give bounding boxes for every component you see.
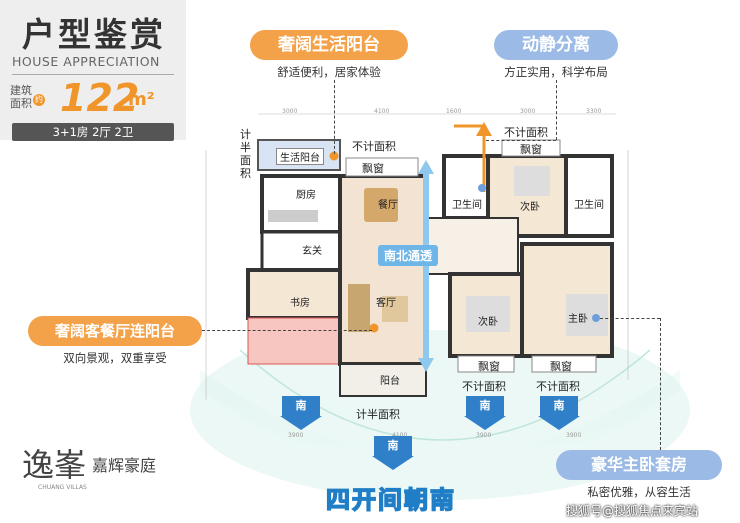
leader-line bbox=[334, 80, 335, 154]
leader-line bbox=[486, 140, 556, 141]
callout-balcony-title: 奢阔生活阳台 bbox=[250, 30, 408, 60]
dim-top-5: 3300 bbox=[586, 108, 602, 115]
not-counted-note-3: 不计面积 bbox=[462, 380, 506, 393]
floor-plan bbox=[205, 113, 629, 400]
north-south-label: 南北通透 bbox=[378, 245, 439, 266]
layout-badge: 3+1房 2厅 2卫 bbox=[12, 123, 174, 141]
room-bay-3: 飘窗 bbox=[478, 360, 500, 373]
room-bath-1: 卫生间 bbox=[452, 200, 482, 211]
header-card bbox=[0, 0, 186, 140]
room-entrance: 玄关 bbox=[302, 246, 322, 257]
dim-bottom-2: 4100 bbox=[392, 432, 407, 439]
room-bay-4: 飘窗 bbox=[550, 360, 572, 373]
callout-zoning-desc: 方正实用，科学布局 bbox=[504, 65, 608, 79]
callout-balcony-desc: 舒适便利，居家体验 bbox=[277, 65, 381, 79]
not-counted-note-2: 不计面积 bbox=[504, 126, 548, 139]
room-life-balcony: 生活阳台 bbox=[276, 148, 324, 165]
area-label: 建筑面积 bbox=[10, 84, 32, 110]
leader-line bbox=[202, 330, 372, 331]
dim-top-1: 3000 bbox=[282, 108, 298, 115]
dim-bottom-1: 3900 bbox=[288, 432, 304, 439]
room-bay-2: 飘窗 bbox=[520, 143, 542, 156]
callout-living-desc: 双向景观，双重享受 bbox=[63, 351, 167, 365]
south-arrow-1: 南 bbox=[280, 396, 322, 430]
callout-master-desc: 私密优雅，从容生活 bbox=[587, 485, 691, 499]
dim-top-3: 1600 bbox=[446, 108, 462, 115]
callout-zoning-title: 动静分离 bbox=[494, 30, 618, 60]
leader-line bbox=[556, 80, 557, 140]
south-arrow-2: 南 bbox=[464, 396, 506, 430]
leader-line bbox=[600, 318, 660, 319]
dim-bottom-3: 3900 bbox=[476, 432, 492, 439]
half-area-note: 计半面积 bbox=[240, 128, 251, 180]
leader-line bbox=[660, 318, 661, 450]
brand-name: 逸峯 bbox=[22, 446, 87, 484]
half-area-note-bottom: 计半面积 bbox=[356, 408, 400, 421]
room-living: 客厅 bbox=[376, 298, 396, 309]
south-arrow-label: 南 bbox=[466, 396, 504, 416]
dim-top-2: 4100 bbox=[374, 108, 390, 115]
room-bedroom-3: 次卧 bbox=[478, 317, 498, 328]
south-arrow-4: 南 bbox=[372, 436, 414, 470]
south-arrow-3: 南 bbox=[538, 396, 580, 430]
page-subtitle: HOUSE APPRECIATION bbox=[12, 54, 160, 69]
not-counted-note-1: 不计面积 bbox=[352, 140, 396, 153]
room-bath-2: 卫生间 bbox=[574, 200, 604, 211]
area-unit: m² bbox=[128, 89, 155, 110]
dim-bottom-4: 3900 bbox=[566, 432, 582, 439]
room-kitchen: 厨房 bbox=[296, 190, 316, 201]
banner-text: 四开间朝南 bbox=[325, 485, 456, 515]
south-arrow-label: 南 bbox=[374, 436, 412, 456]
brand-en: CHUANG VILLAS bbox=[38, 484, 87, 491]
watermark: 搜狐号@搜狐焦点来宾站 bbox=[566, 504, 699, 518]
not-counted-note-4: 不计面积 bbox=[536, 380, 580, 393]
room-dining: 餐厅 bbox=[378, 200, 398, 211]
room-study: 书房 bbox=[290, 298, 310, 309]
area-value: 122 bbox=[60, 76, 140, 120]
divider bbox=[12, 74, 174, 75]
room-bedroom-2: 次卧 bbox=[520, 202, 540, 213]
room-balcony: 阳台 bbox=[380, 376, 400, 387]
brand-subname: 嘉辉豪庭 bbox=[92, 456, 157, 475]
south-arrow-label: 南 bbox=[540, 396, 578, 416]
room-master: 主卧 bbox=[568, 314, 588, 325]
callout-living-title: 奢阔客餐厅连阳台 bbox=[28, 316, 202, 346]
room-bay-1: 飘窗 bbox=[362, 162, 384, 175]
south-arrow-label: 南 bbox=[282, 396, 320, 416]
dim-top-4: 3000 bbox=[520, 108, 536, 115]
area-approx-badge: 约 bbox=[33, 94, 45, 106]
page-title: 户型鉴赏 bbox=[22, 15, 166, 54]
callout-master-title: 豪华主卧套房 bbox=[556, 450, 722, 480]
